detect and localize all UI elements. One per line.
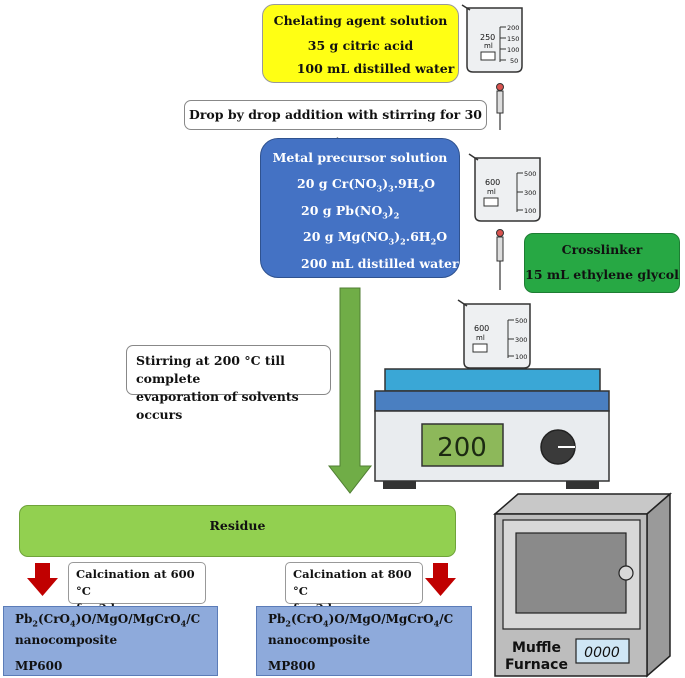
beaker-unit: ml — [487, 188, 496, 196]
metal-magnesium-nitrate: 20 g Mg(NO3)2.6H2O — [303, 229, 448, 247]
beaker-tick: 100 — [524, 207, 536, 215]
metal-chromium-nitrate: 20 g Cr(NO3)3.9H2O — [297, 176, 436, 194]
beaker-icon: 500 300 100 600 ml — [457, 299, 531, 369]
product-code-mp800: MP800 — [268, 659, 316, 674]
stirring-note: Stirring at 200 °C till complete evapora… — [126, 345, 331, 422]
beaker-tick: 300 — [515, 336, 527, 344]
chelating-title: Chelating agent solution — [273, 13, 448, 28]
stirring-note-line1: Stirring at 200 °C till complete — [136, 353, 285, 386]
crosslinker-ethylene-glycol: 15 mL ethylene glycol — [525, 267, 679, 282]
furnace-label: Muffle — [512, 640, 561, 656]
down-arrow-icon — [27, 563, 58, 596]
beaker-tick: 200 — [507, 24, 519, 32]
metal-title: Metal precursor solution — [272, 150, 448, 165]
beaker-tick: 300 — [524, 189, 536, 197]
product-type: nanocomposite — [15, 633, 118, 648]
furnace-label: Furnace — [505, 657, 568, 673]
hot-plate-icon: 200 — [374, 368, 610, 489]
calcination-600-temp: Calcination at 600 °C — [76, 567, 195, 598]
dropper-icon — [496, 229, 504, 290]
beaker-tick: 500 — [524, 170, 536, 178]
beaker-volume: 250 — [480, 33, 495, 42]
product-formula: Pb2(CrO4)O/MgO/MgCrO4/C — [268, 612, 454, 629]
crosslinker-box: Crosslinker 15 mL ethylene glycol — [524, 233, 680, 293]
metal-water: 200 mL distilled water — [301, 256, 459, 271]
beaker-unit: ml — [484, 42, 493, 50]
beaker-tick: 100 — [515, 353, 527, 361]
product-mp800-box: Pb2(CrO4)O/MgO/MgCrO4/C nanocomposite MP… — [256, 606, 472, 676]
beaker-icon: 500 300 100 600 ml — [468, 153, 541, 222]
beaker-volume: 600 — [485, 178, 500, 187]
drop-addition-note: Drop by drop addition with stirring for … — [184, 100, 487, 150]
beaker-tick: 100 — [507, 46, 519, 54]
furnace-icon: Muffle Furnace 0000 — [492, 492, 673, 678]
beaker-tick: 500 — [515, 317, 527, 325]
metal-lead-nitrate: 20 g Pb(NO3)2 — [301, 203, 400, 221]
calcination-800-note: Calcination at 800 °C for 3 hrs — [285, 562, 423, 615]
calcination-600-note: Calcination at 600 °C for 3 hrs — [68, 562, 206, 615]
beaker-tick: 50 — [510, 57, 518, 65]
down-arrow-icon — [327, 287, 373, 494]
chelating-water: 100 mL distilled water — [296, 61, 455, 76]
chelating-agent-box: Chelating agent solution 35 g citric aci… — [262, 4, 459, 83]
product-type: nanocomposite — [268, 633, 371, 648]
dropper-icon — [496, 83, 504, 130]
calcination-800-temp: Calcination at 800 °C — [293, 567, 412, 598]
down-arrow-icon — [425, 563, 456, 596]
hot-plate-display: 200 — [437, 433, 487, 463]
product-code-mp600: MP600 — [15, 659, 63, 674]
product-formula: Pb2(CrO4)O/MgO/MgCrO4/C — [15, 612, 201, 629]
metal-precursor-box: Metal precursor solution 20 g Cr(NO3)3.9… — [260, 138, 460, 278]
crosslinker-title: Crosslinker — [561, 242, 643, 257]
chelating-citric-acid: 35 g citric acid — [307, 38, 414, 53]
beaker-volume: 600 — [474, 324, 489, 333]
stirring-note-line2: evaporation of solvents occurs — [136, 389, 299, 422]
beaker-icon: 200 150 100 50 250 ml — [461, 4, 523, 73]
beaker-tick: 150 — [507, 35, 519, 43]
residue-box: Residue — [19, 505, 456, 557]
product-mp600-box: Pb2(CrO4)O/MgO/MgCrO4/C nanocomposite MP… — [3, 606, 218, 676]
beaker-unit: ml — [476, 334, 485, 342]
furnace-display: 0000 — [584, 645, 620, 661]
